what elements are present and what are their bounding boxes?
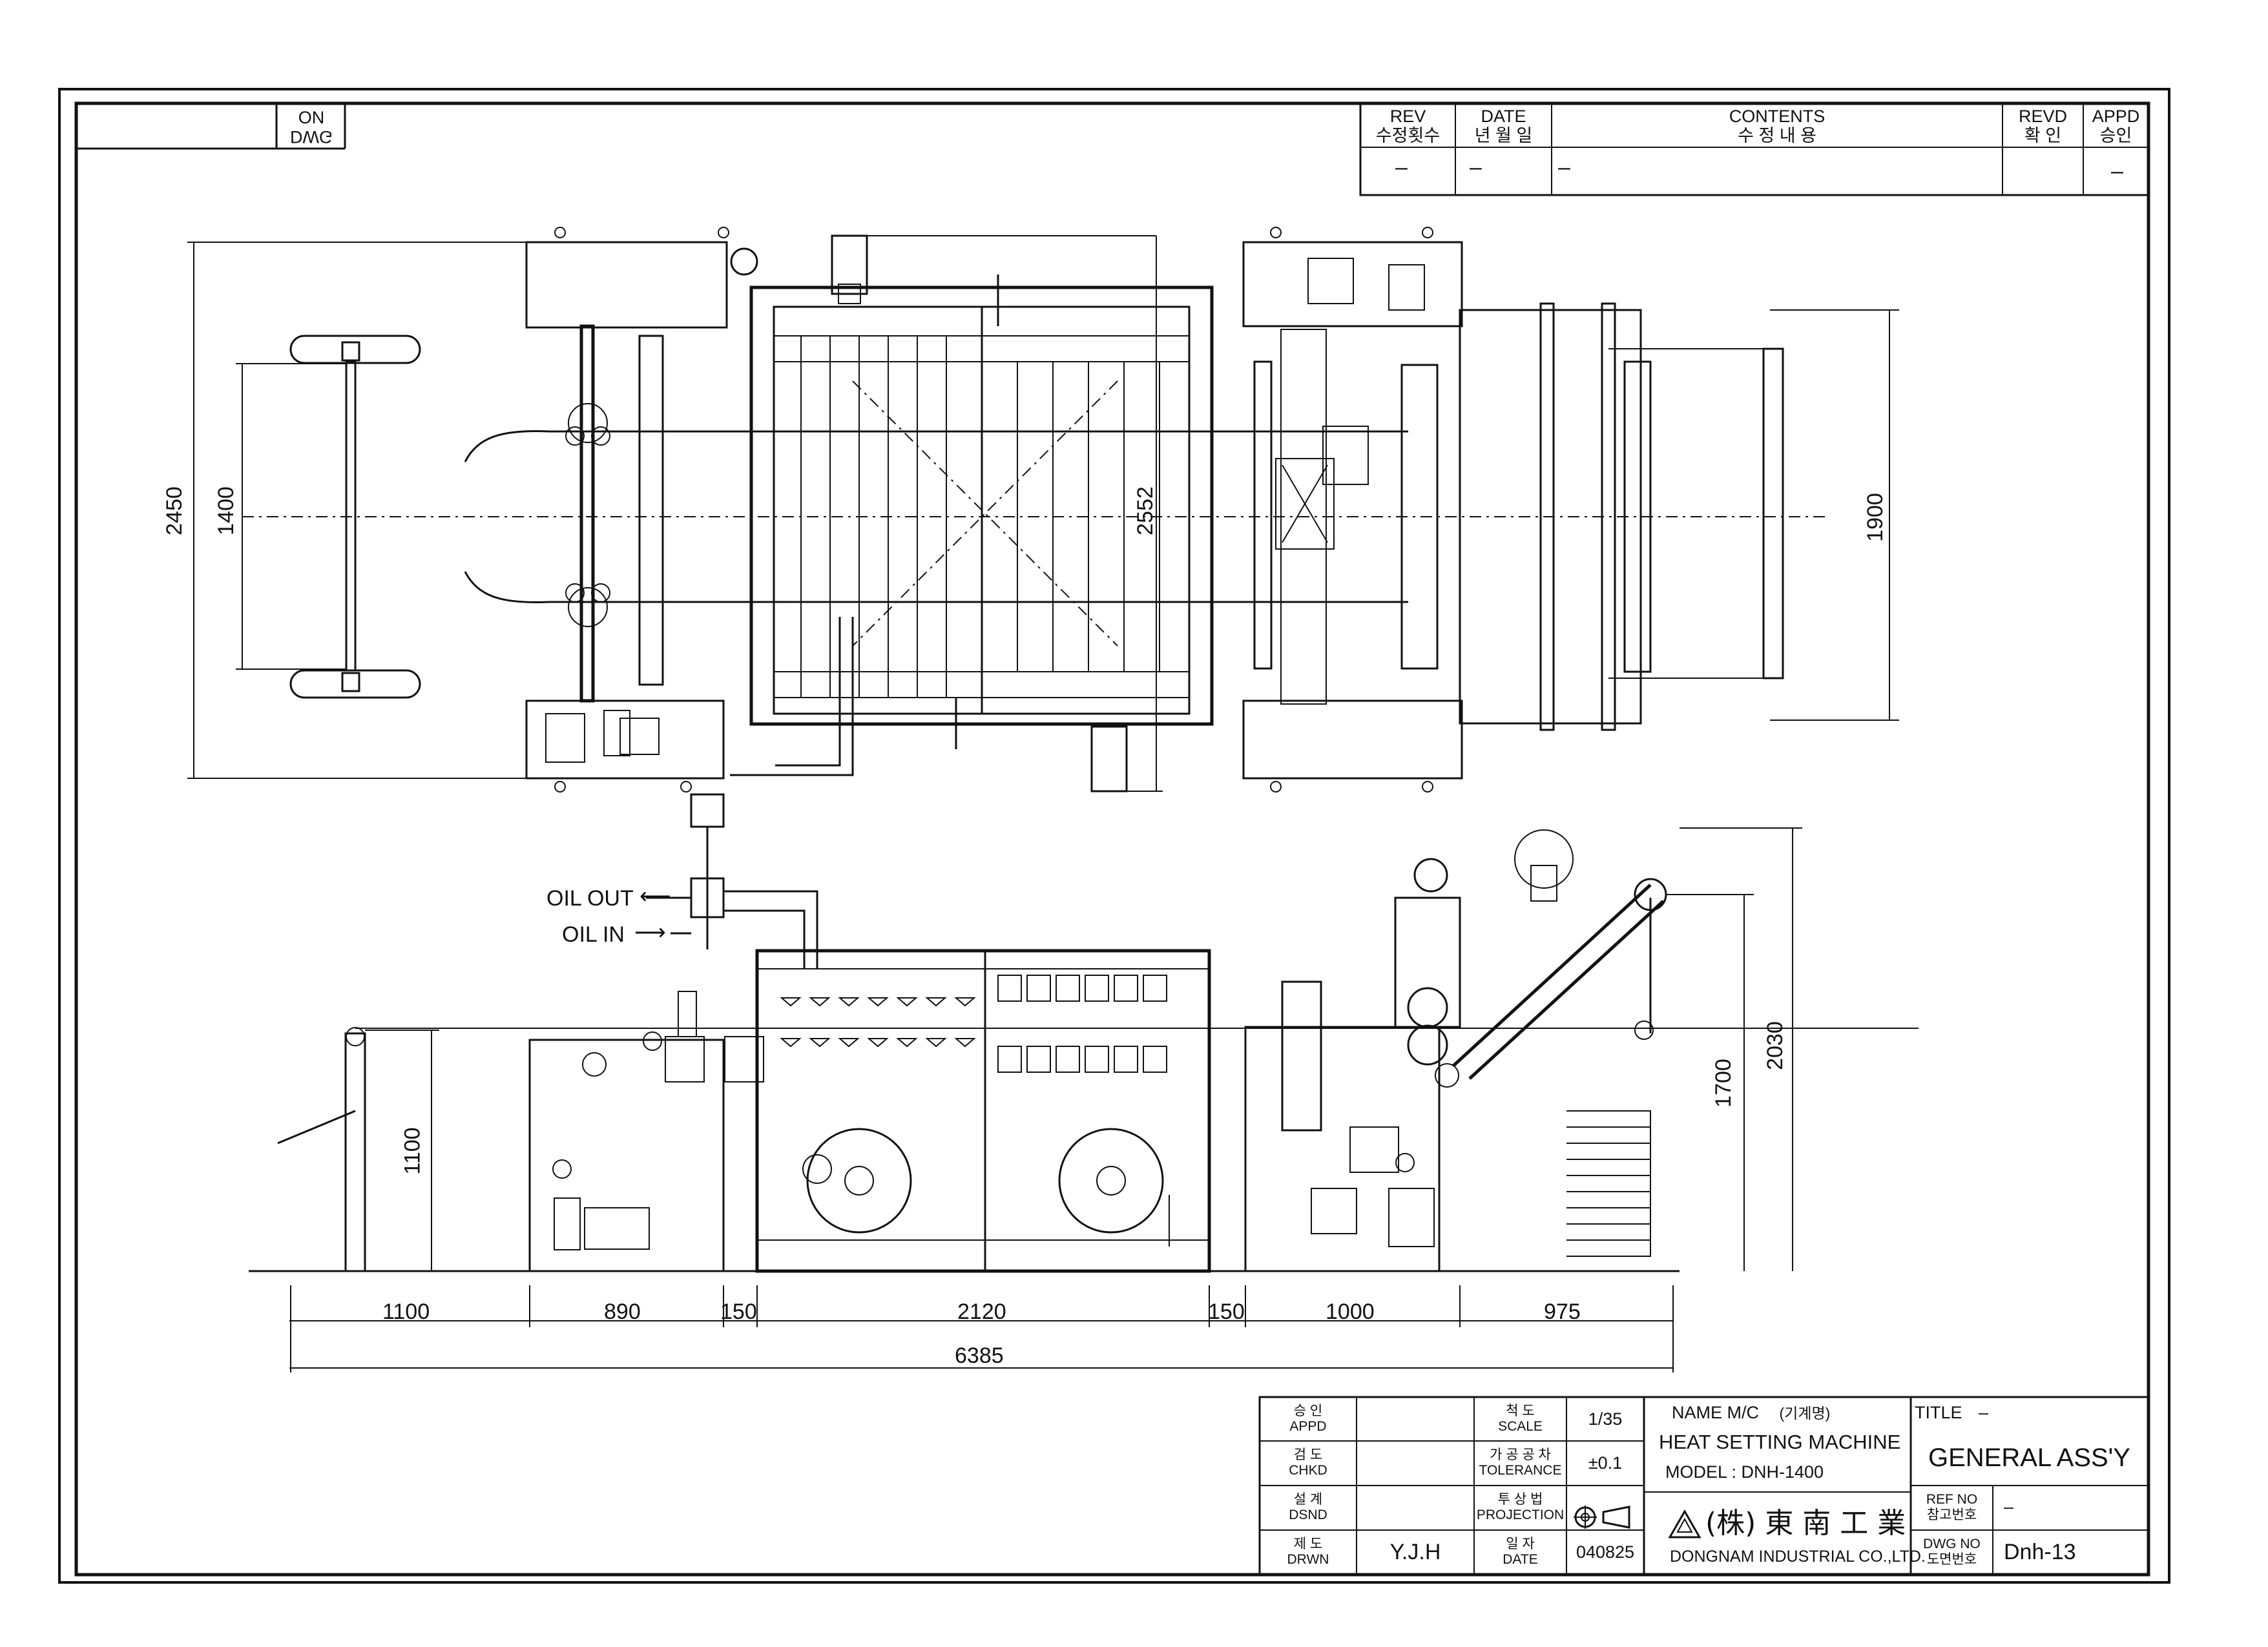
tb-dwg-no-value: Dnh-13 [2004, 1540, 2076, 1564]
title-block-grid [1258, 1396, 2150, 1576]
oil-out-label: OIL OUT [546, 886, 634, 911]
oil-in-arrow-icon: ⟶ [634, 920, 666, 945]
tb-scale-label: 척 도 SCALE [1474, 1399, 1566, 1439]
tb-ref-no-label: REF NO 참고번호 [1912, 1487, 1992, 1528]
tb-title-dash: – [1979, 1403, 1989, 1422]
tb-machine-name: HEAT SETTING MACHINE [1659, 1431, 1901, 1453]
rev-cell-date: – [1470, 155, 1482, 180]
tb-chkd-ko: 검 도 [1293, 1447, 1323, 1462]
tb-appd-label: 승 인 APPD [1261, 1399, 1355, 1439]
tb-appd-ko: 승 인 [1293, 1404, 1323, 1418]
elevation-view [249, 793, 1919, 1372]
rev-header-contents: CONTENTS 수 정 내 용 [1552, 106, 2003, 146]
rev-cell-appd: – [2111, 159, 2123, 183]
rev-header-rev: REV 수정횟수 [1360, 106, 1455, 146]
dim-length-5: 150 [1208, 1300, 1245, 1324]
tb-dsnd-en: DSND [1289, 1507, 1327, 1522]
corner-label-box [76, 103, 346, 150]
outer-frame [58, 88, 2170, 1584]
rev-header-revd: REVD 확 인 [2003, 106, 2083, 146]
dim-length-6: 1000 [1326, 1300, 1375, 1324]
dim-feed-height: 1100 [400, 1127, 425, 1175]
dim-chamber-width: 2552 [1132, 486, 1158, 535]
tb-date-en: DATE [1503, 1552, 1538, 1567]
tb-projection-label: 투 상 법 PROJECTION [1474, 1487, 1566, 1528]
tb-tolerance-ko: 가 공 공 차 [1490, 1447, 1551, 1462]
dim-length-2: 890 [604, 1300, 641, 1324]
dim-winder-width: 1900 [1862, 493, 1888, 542]
tb-drwn-value: Y.J.H [1389, 1540, 1441, 1564]
rev-header-rev-en: REV [1389, 107, 1426, 126]
oil-out-arrow-icon: ⟵ [640, 884, 671, 909]
tb-company-cjk: (株) 東 南 工 業 [1705, 1507, 1906, 1540]
tb-dwg-no-ko: 도면번호 [1926, 1552, 1977, 1567]
tb-name-mc-en: NAME M/C [1672, 1403, 1759, 1422]
tb-name-mc: NAME M/C (기계명) [1672, 1403, 1830, 1423]
tb-title-label-text: TITLE [1915, 1403, 1962, 1422]
rev-header-revd-en: REVD [2018, 107, 2067, 126]
tb-dsnd-label: 설 계 DSND [1261, 1487, 1355, 1528]
tb-chkd-en: CHKD [1289, 1463, 1327, 1478]
tb-appd-en: APPD [1289, 1419, 1327, 1434]
corner-label: ON DWG [280, 108, 342, 147]
rev-header-date-en: DATE [1481, 107, 1526, 126]
rev-cell-rev: – [1395, 155, 1408, 180]
tb-tolerance-label: 가 공 공 차 TOLERANCE [1474, 1443, 1566, 1483]
rev-header-appd: APPD 승인 [2083, 106, 2148, 146]
tb-title-label: TITLE – [1915, 1403, 1988, 1422]
tb-scale-en: SCALE [1498, 1419, 1543, 1434]
tb-scale-value: 1/35 [1588, 1409, 1623, 1429]
rev-header-date: DATE 년 월 일 [1455, 106, 1552, 146]
tb-date-value: 040825 [1576, 1542, 1635, 1562]
tb-tolerance-en: TOLERANCE [1479, 1463, 1562, 1478]
inner-frame [74, 101, 2150, 1577]
rev-header-appd-ko: 승인 [2099, 126, 2132, 145]
tb-projection-ko: 투 상 법 [1497, 1492, 1543, 1507]
rev-header-revd-ko: 확 인 [2024, 126, 2062, 145]
tb-drwn-ko: 제 도 [1293, 1537, 1323, 1551]
tb-ref-no-value: – [2004, 1497, 2014, 1517]
rev-cell-contents: – [1558, 155, 1570, 180]
tb-company-en: DONGNAM INDUSTRIAL CO.,LTD. [1670, 1548, 1926, 1566]
tb-projection-en: PROJECTION [1476, 1507, 1565, 1522]
tb-date-ko: 일 자 [1506, 1537, 1535, 1551]
dim-winder-height: 1700 [1711, 1059, 1736, 1108]
corner-label-line2: DWG [290, 127, 333, 147]
tb-ref-no-en: REF NO [1926, 1492, 1978, 1507]
dim-total-length: 6385 [955, 1343, 1004, 1368]
dim-total-height: 2030 [1762, 1021, 1787, 1070]
rev-header-appd-en: APPD [2092, 107, 2140, 126]
tb-drwn-en: DRWN [1287, 1552, 1329, 1567]
plan-view [187, 227, 1899, 792]
rev-header-rev-ko: 수정횟수 [1375, 126, 1441, 145]
tb-dsnd-ko: 설 계 [1293, 1492, 1323, 1507]
tb-drwn-label: 제 도 DRWN [1261, 1532, 1355, 1572]
tb-name-mc-ko: (기계명) [1779, 1405, 1831, 1422]
rev-header-contents-ko: 수 정 내 용 [1738, 126, 1816, 145]
tb-model: MODEL : DNH-1400 [1665, 1462, 1824, 1482]
dim-length-4: 2120 [957, 1300, 1006, 1324]
dim-length-3: 150 [720, 1300, 757, 1324]
tb-date-label: 일 자 DATE [1474, 1532, 1566, 1572]
tb-dwg-no-en: DWG NO [1923, 1537, 1981, 1551]
oil-in-label: OIL IN [562, 922, 625, 947]
tb-ref-no-ko: 참고번호 [1926, 1507, 1977, 1522]
tb-dwg-no-label: DWG NO 도면번호 [1912, 1532, 1992, 1572]
dim-roller-width: 1400 [213, 486, 238, 535]
revision-block-grid [1359, 102, 2150, 196]
tb-scale-ko: 척 도 [1506, 1404, 1535, 1418]
dim-length-7: 975 [1544, 1300, 1581, 1324]
rev-header-contents-en: CONTENTS [1729, 107, 1826, 126]
dim-overall-width: 2450 [161, 486, 187, 535]
dim-length-1: 1100 [382, 1300, 430, 1324]
company-logo [1668, 1509, 1701, 1538]
corner-label-line1: ON [298, 108, 325, 127]
tb-tolerance-value: ±0.1 [1588, 1453, 1623, 1473]
projection-symbol-icon [1574, 1506, 1630, 1529]
rev-header-date-ko: 년 월 일 [1474, 126, 1533, 145]
tb-chkd-label: 검 도 CHKD [1261, 1443, 1355, 1483]
tb-title-value: GENERAL ASS'Y [1928, 1444, 2130, 1472]
